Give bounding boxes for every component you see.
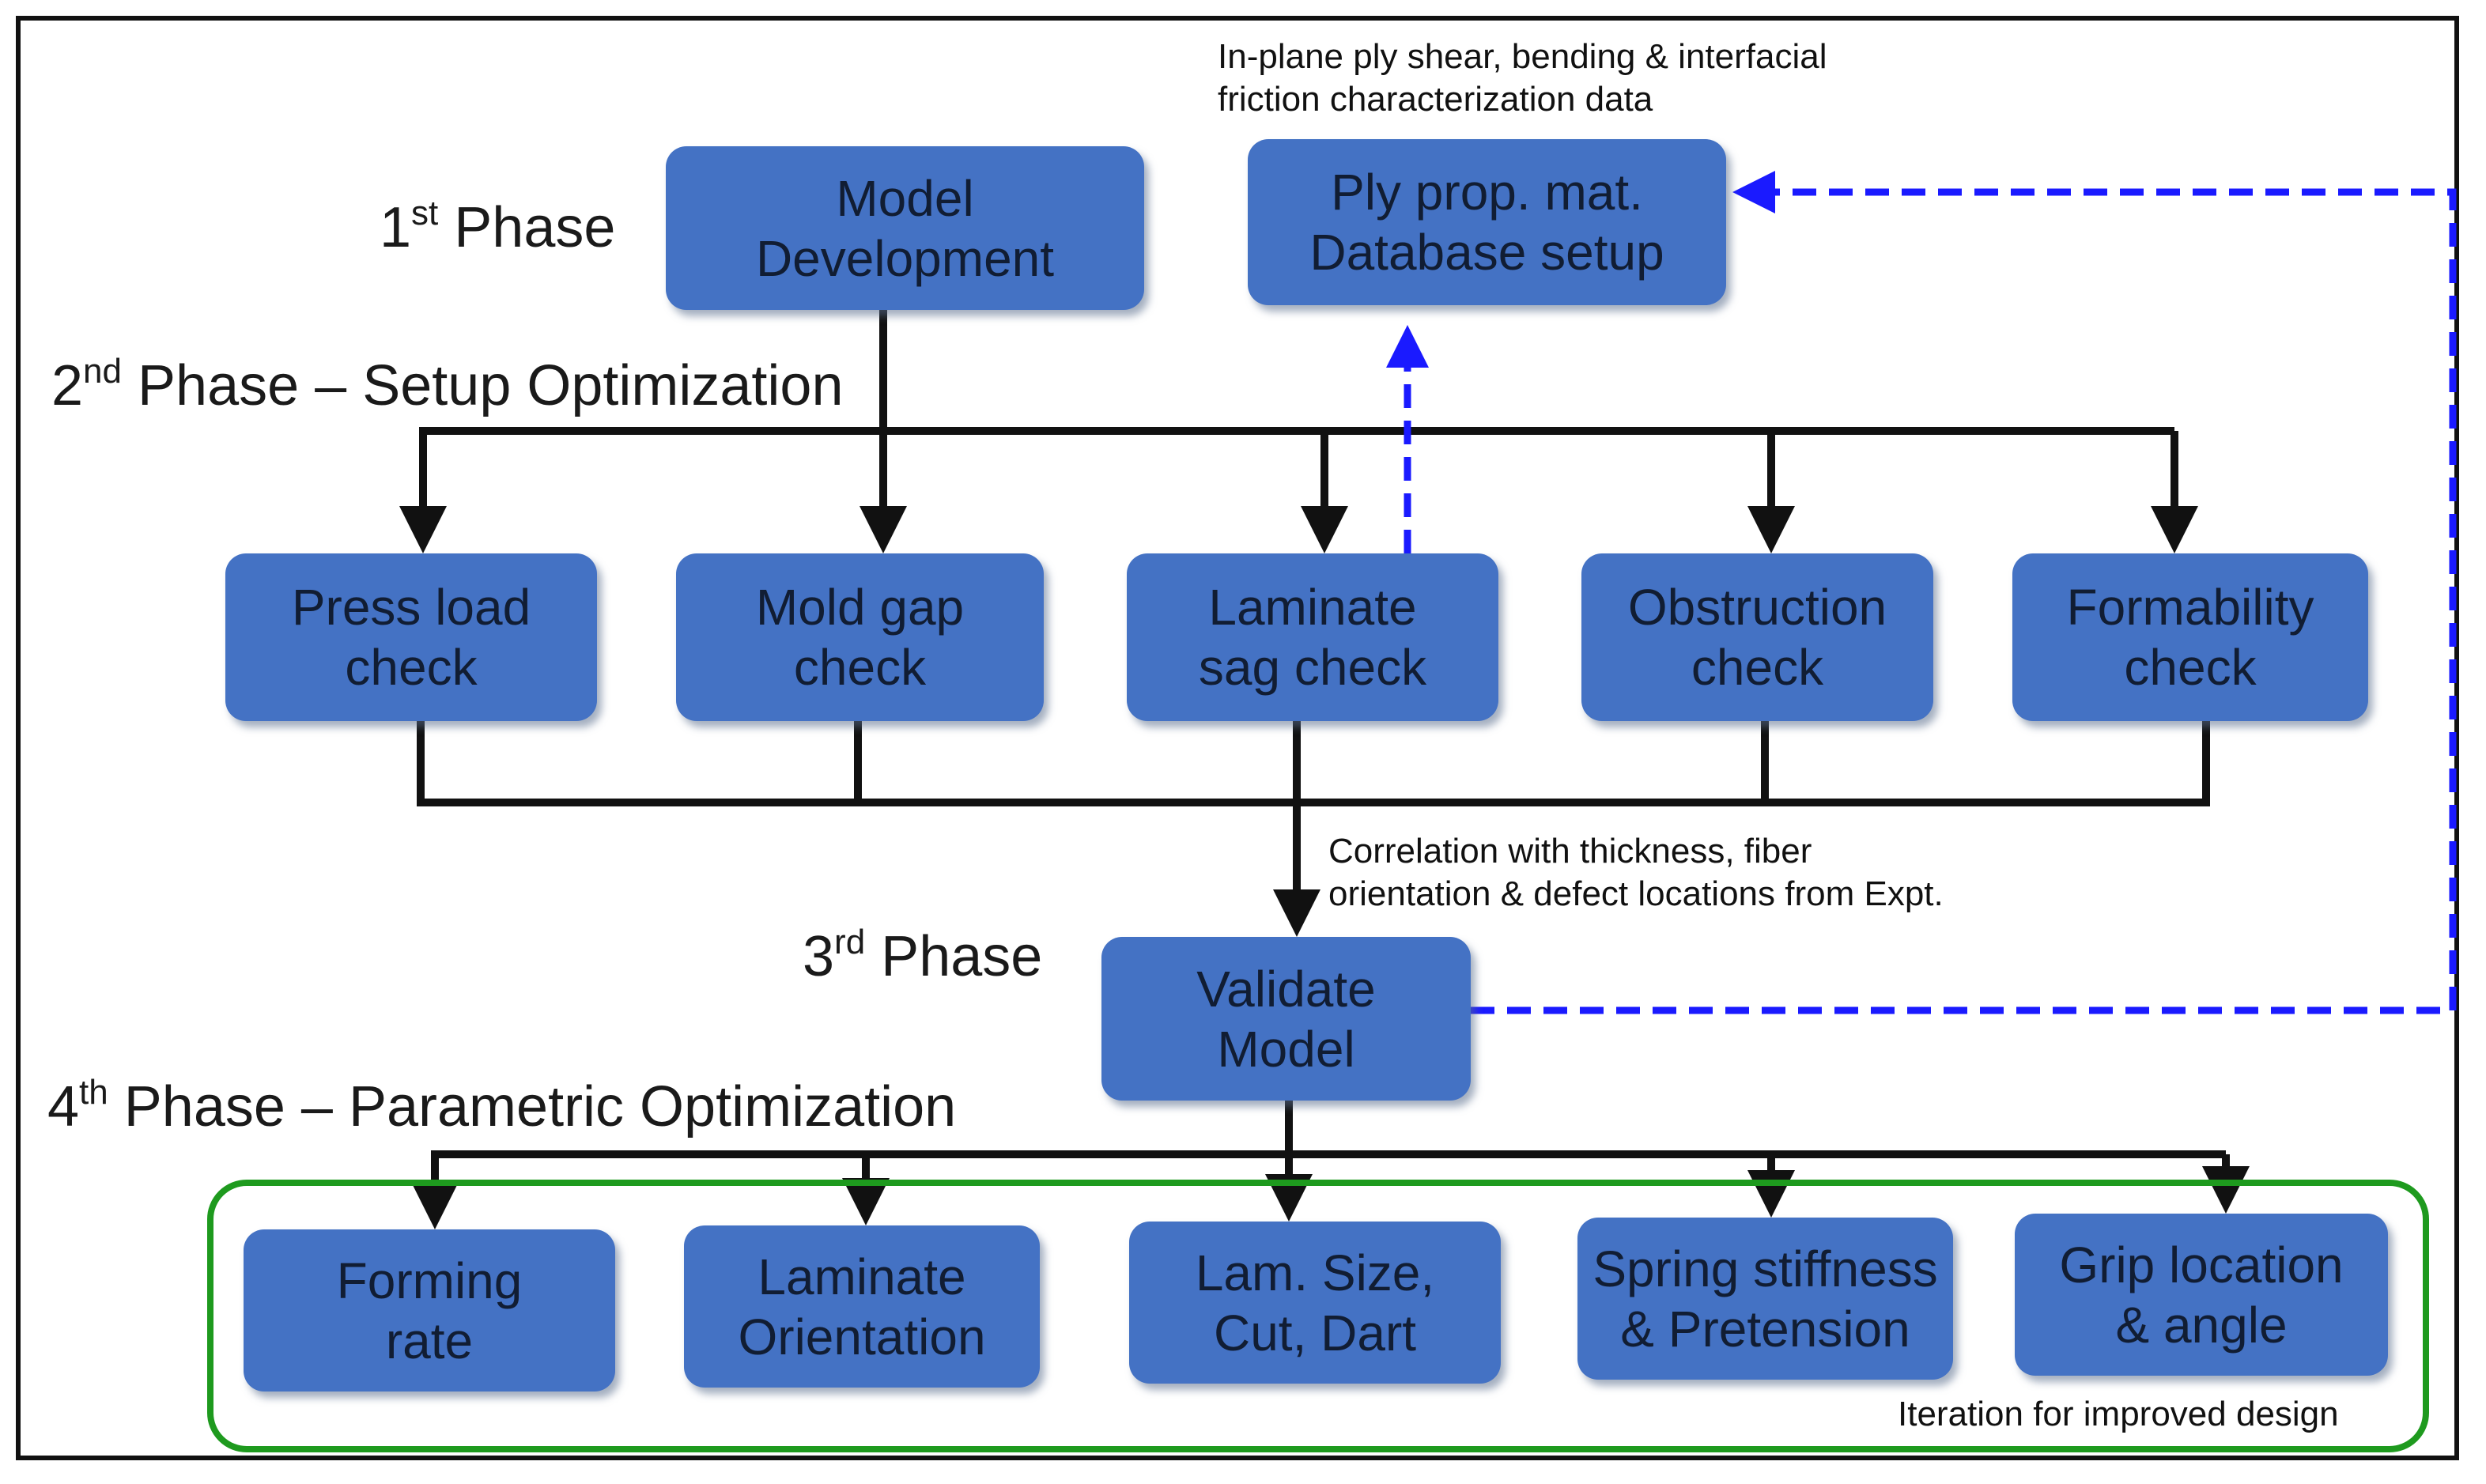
- validate-model-box: Validate Model: [1101, 937, 1471, 1101]
- ply-database-box: Ply prop. mat. Database setup: [1248, 139, 1726, 305]
- spring-stiffness-label: Spring stiffness & Pretension: [1592, 1240, 1938, 1358]
- mold-gap-check-box: Mold gap check: [676, 553, 1044, 721]
- ply-database-label: Ply prop. mat. Database setup: [1309, 164, 1664, 281]
- iteration-note: Iteration for improved design: [1898, 1393, 2339, 1436]
- formability-check-box: Formability check: [2012, 553, 2368, 721]
- laminate-orientation-box: Laminate Orientation: [684, 1225, 1040, 1388]
- iteration-group-border: [207, 1180, 2429, 1452]
- forming-rate-box: Forming rate: [244, 1229, 615, 1391]
- lam-size-cut-dart-label: Lam. Size, Cut, Dart: [1195, 1244, 1435, 1361]
- correlation-note-line1: Correlation with thickness, fiber: [1328, 832, 1812, 870]
- press-load-check-box: Press load check: [225, 553, 597, 721]
- correlation-note-line2: orientation & defect locations from Expt…: [1328, 874, 1944, 913]
- spring-stiffness-box: Spring stiffness & Pretension: [1577, 1218, 1953, 1380]
- obstruction-check-label: Obstruction check: [1627, 579, 1887, 696]
- grip-location-label: Grip location & angle: [2059, 1236, 2344, 1354]
- laminate-sag-check-box: Laminate sag check: [1127, 553, 1498, 721]
- mold-gap-check-label: Mold gap check: [755, 579, 965, 696]
- characterization-note-line1: In-plane ply shear, bending & interfacia…: [1218, 37, 1827, 76]
- phase1-label: 1st Phase: [380, 194, 616, 260]
- laminate-sag-check-label: Laminate sag check: [1198, 579, 1427, 696]
- model-development-label: Model Development: [755, 169, 1055, 287]
- model-development-box: Model Development: [666, 146, 1144, 310]
- iteration-note-text: Iteration for improved design: [1898, 1395, 2339, 1433]
- forming-rate-label: Forming rate: [336, 1252, 523, 1369]
- phase2-label: 2nd Phase – Setup Optimization: [51, 352, 844, 418]
- phase3-label: 3rd Phase: [803, 923, 1043, 989]
- correlation-note: Correlation with thickness, fiber orient…: [1328, 830, 1944, 916]
- characterization-note-line2: friction characterization data: [1218, 80, 1653, 119]
- formability-check-label: Formability check: [2066, 579, 2314, 696]
- phase4-label: 4th Phase – Parametric Optimization: [47, 1073, 957, 1139]
- lam-size-cut-dart-box: Lam. Size, Cut, Dart: [1129, 1222, 1501, 1384]
- grip-location-box: Grip location & angle: [2015, 1214, 2388, 1376]
- laminate-orientation-label: Laminate Orientation: [738, 1248, 986, 1365]
- press-load-check-label: Press load check: [291, 579, 531, 696]
- characterization-note: In-plane ply shear, bending & interfacia…: [1218, 36, 1827, 121]
- validate-model-label: Validate Model: [1196, 960, 1376, 1078]
- obstruction-check-box: Obstruction check: [1581, 553, 1933, 721]
- dashed-validate-to-database: [1471, 171, 2457, 1014]
